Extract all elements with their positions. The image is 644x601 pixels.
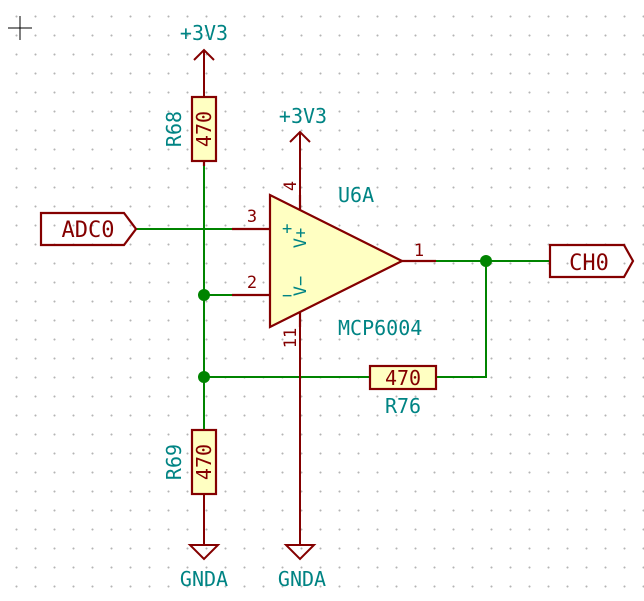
ground-label-right: GNDA: [278, 567, 326, 591]
ground-symbol-left[interactable]: GNDA: [180, 494, 228, 591]
opamp-reference: U6A: [338, 183, 374, 207]
resistor-ref-r68: R68: [162, 111, 186, 147]
power-label-vcc-opamp: +3V3: [279, 104, 327, 128]
junction-dot: [198, 289, 210, 301]
pin-number-3: 3: [247, 207, 257, 227]
junction-dot: [480, 255, 492, 267]
pin-number-11: 11: [281, 328, 301, 348]
opamp-u6a[interactable]: 3 2 1 4 11 + − V+ V− U6A MCP6004: [232, 181, 436, 348]
resistor-r69[interactable]: R69 470: [162, 428, 218, 496]
opamp-value: MCP6004: [338, 316, 422, 340]
power-symbol-vcc-top[interactable]: +3V3: [180, 21, 228, 97]
junction-dot: [198, 371, 210, 383]
hier-label-ch0[interactable]: CH0: [548, 243, 635, 279]
resistor-ref-r69: R69: [162, 444, 186, 480]
hier-label-adc0[interactable]: ADC0: [39, 211, 138, 247]
opamp-body: [268, 193, 405, 329]
resistor-value-r76: 470: [385, 366, 421, 390]
crosshair-cursor-icon: [8, 16, 32, 40]
pin-name-vminus: V−: [291, 276, 311, 296]
pin-name-noninverting: +: [282, 219, 292, 239]
label-text-adc0: ADC0: [62, 218, 115, 243]
pin-number-4: 4: [281, 181, 301, 191]
resistor-ref-r76: R76: [385, 394, 421, 418]
pin-name-vplus: V+: [291, 228, 311, 248]
pin-number-1: 1: [414, 241, 424, 261]
pin-name-inverting: −: [282, 286, 292, 306]
resistor-value-r68: 470: [192, 111, 216, 147]
power-symbol-vcc-opamp[interactable]: +3V3: [279, 104, 327, 210]
ground-label-left: GNDA: [180, 567, 228, 591]
power-label-vcc-top: +3V3: [180, 21, 228, 45]
ground-symbol-right[interactable]: GNDA: [278, 326, 326, 591]
pin-number-2: 2: [247, 273, 257, 293]
label-text-ch0: CH0: [569, 251, 609, 276]
resistor-value-r69: 470: [192, 444, 216, 480]
resistor-r68[interactable]: R68 470: [162, 95, 218, 166]
resistor-r76[interactable]: 470 R76: [368, 364, 438, 418]
